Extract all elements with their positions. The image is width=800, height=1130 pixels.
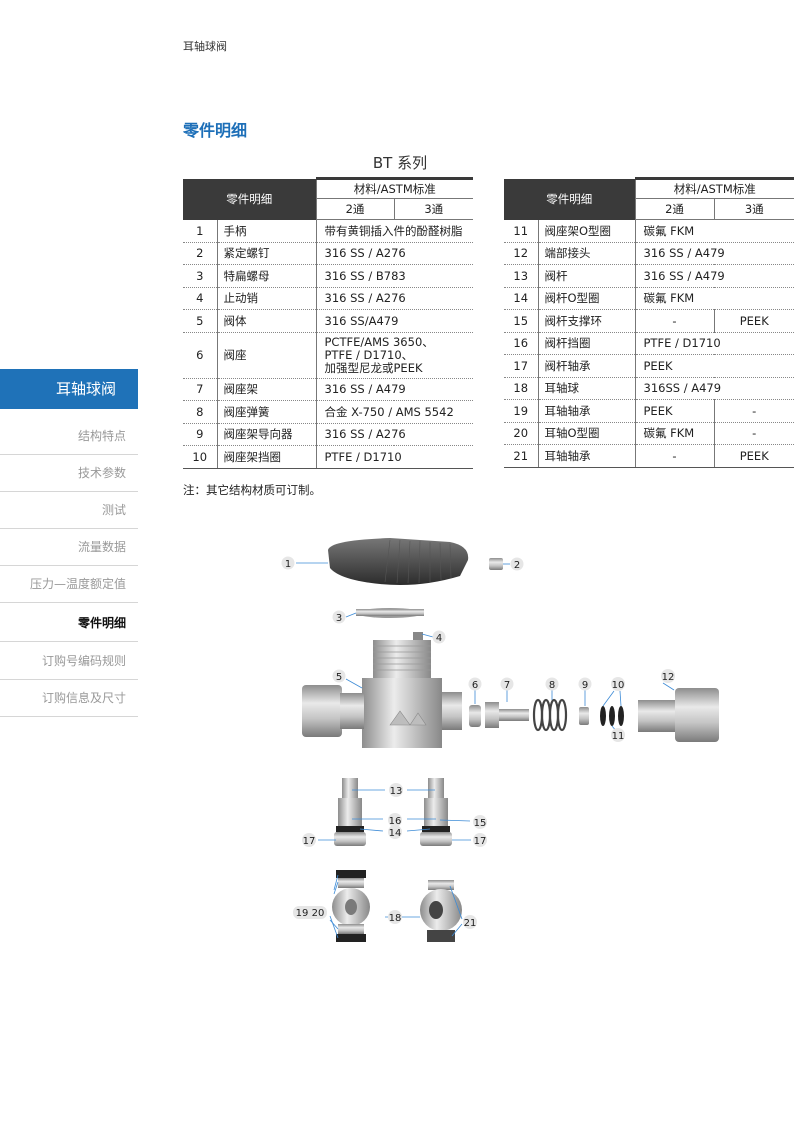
sidebar-item-structure[interactable]: 结构特点 <box>0 418 138 455</box>
callout-12: 12 <box>662 672 675 683</box>
col-header-material: 材料/ASTM标准 <box>315 177 473 199</box>
callout-3: 3 <box>336 613 342 624</box>
sidebar-active-chapter[interactable]: 耳轴球阀 <box>0 369 138 409</box>
col-header-3way: 3通 <box>713 198 794 220</box>
callout-8: 8 <box>549 680 555 691</box>
retainer-oring-part <box>600 706 624 726</box>
callout-21: 21 <box>464 918 477 929</box>
callout-11: 11 <box>612 731 625 742</box>
callout-1: 1 <box>285 559 291 570</box>
stem-assembly-3way <box>420 778 452 846</box>
trunnion-ball-2way <box>332 870 370 942</box>
col-header-3way: 3通 <box>393 198 473 220</box>
sidebar-item-specs[interactable]: 技术参数 <box>0 455 138 492</box>
seat-spring-part <box>532 698 568 732</box>
callout-15: 15 <box>474 818 487 829</box>
col-header-material: 材料/ASTM标准 <box>634 177 794 199</box>
nut-part <box>356 608 424 618</box>
callout-14: 14 <box>389 828 402 839</box>
callout-19-20: 19 20 <box>296 908 325 919</box>
callout-9: 9 <box>582 680 588 691</box>
callout-5: 5 <box>336 672 342 683</box>
callout-10: 10 <box>612 680 625 691</box>
end-connector-part <box>638 688 719 742</box>
callout-17-right: 17 <box>474 836 487 847</box>
callout-2: 2 <box>514 560 520 571</box>
material-line: 加强型尼龙或PEEK <box>324 360 423 375</box>
trunnion-ball-3way <box>420 880 462 942</box>
valve-body-part <box>302 640 462 748</box>
set-screw-part <box>489 558 503 570</box>
col-header-part: 零件明细 <box>183 178 316 220</box>
sidebar-item-testing[interactable]: 测试 <box>0 492 138 529</box>
col-header-2way: 2通 <box>315 198 394 220</box>
callout-18: 18 <box>389 913 402 924</box>
material-line: PCTFE/AMS 3650、 <box>324 334 434 349</box>
sidebar-item-parts[interactable]: 零件明细 <box>0 605 138 642</box>
handle-part <box>328 538 469 585</box>
stop-pin-part <box>413 632 423 640</box>
seat-carrier-guide-part <box>579 707 589 725</box>
seat-part <box>469 705 481 727</box>
callout-16: 16 <box>389 816 402 827</box>
callout-13: 13 <box>390 786 403 797</box>
sidebar-item-ordering-code[interactable]: 订购号编码规则 <box>0 643 138 680</box>
section-title: 零件明细 <box>183 121 248 140</box>
callout-17: 17 <box>303 836 316 847</box>
exploded-view-diagram: 1 2 3 4 5 6 7 8 9 10 11 12 13 16 14 15 1… <box>281 538 719 942</box>
seat-carrier-part <box>485 702 529 728</box>
sidebar-item-ordering-info[interactable]: 订购信息及尺寸 <box>0 680 138 717</box>
col-header-part: 零件明细 <box>504 178 635 220</box>
leader-lines <box>296 562 675 939</box>
callout-7: 7 <box>504 680 510 691</box>
callout-6: 6 <box>472 680 478 691</box>
col-header-2way: 2通 <box>634 198 714 220</box>
stem-assembly-2way <box>334 778 366 846</box>
sidebar-item-flow[interactable]: 流量数据 <box>0 529 138 566</box>
series-title: BT 系列 <box>372 154 428 172</box>
footnote: 注：其它结构材质可订制。 <box>183 483 321 497</box>
callout-4: 4 <box>436 633 442 644</box>
running-header: 耳轴球阀 <box>183 40 227 53</box>
sidebar-item-pressure-temp[interactable]: 压力—温度额定值 <box>0 566 138 603</box>
material-line: PTFE / D1710、 <box>324 347 414 362</box>
callouts: 1 2 3 4 5 6 7 8 9 10 11 12 13 16 14 15 1… <box>281 556 675 929</box>
